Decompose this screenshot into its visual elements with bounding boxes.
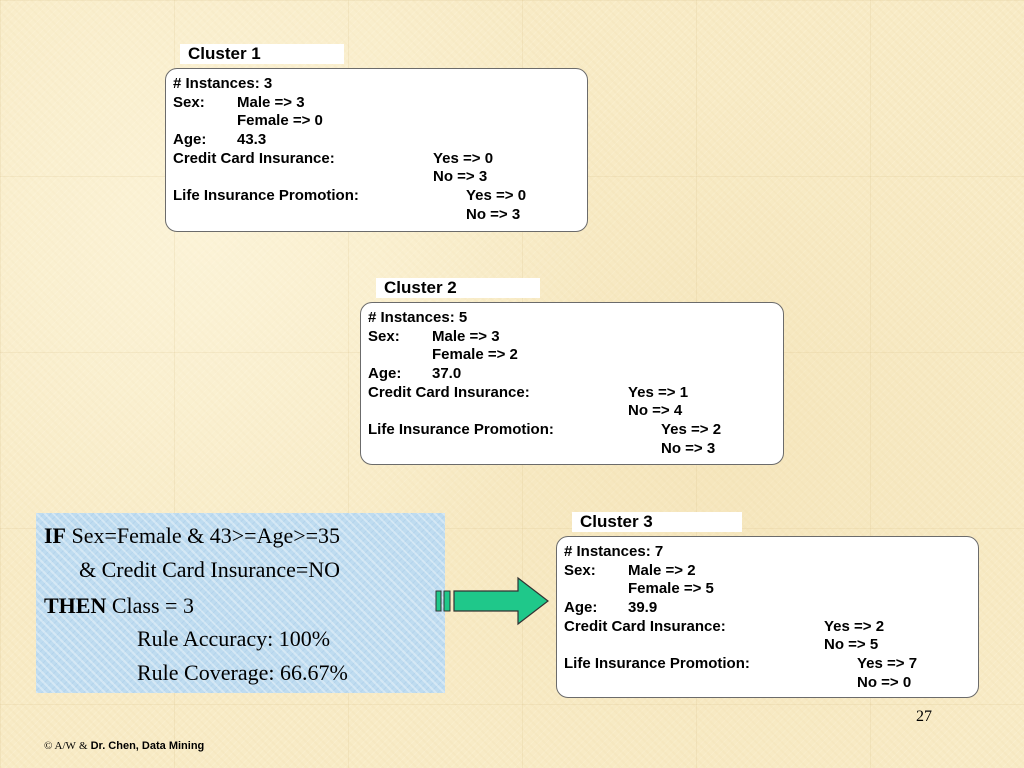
rule-box: IF Sex=Female & 43>=Age>=35 & Credit Car… (36, 513, 445, 693)
cluster-1-title: Cluster 1 (180, 44, 344, 64)
cluster-1-age-label: Age: (173, 131, 207, 148)
arrow-right-icon (435, 576, 549, 626)
cluster-3-sex-label: Sex: (564, 562, 596, 579)
cluster-2-title: Cluster 2 (376, 278, 540, 298)
rule-and-condition: & Credit Card Insurance=NO (79, 557, 341, 582)
rule-then-class: Class = 3 (111, 593, 194, 618)
cluster-1-cci-yes: Yes => 0 (433, 150, 494, 167)
cluster-1-sex-female: Female => 0 (237, 112, 323, 129)
cluster-1-lip-yes: Yes => 0 (466, 187, 527, 204)
cluster-3-cci-no: No => 5 (824, 636, 879, 653)
footer-ampersand: & (78, 740, 88, 752)
cluster-3-cci-label: Credit Card Insurance: (564, 618, 726, 635)
cluster-2-cci-yes: Yes => 1 (628, 384, 689, 401)
footer-author: Dr. Chen, Data Mining (90, 740, 205, 752)
page-number: 27 (916, 708, 932, 725)
rule-if-line: IF Sex=Female & 43>=Age>=35 (44, 523, 340, 549)
cluster-2-sex-male: Male => 3 (432, 328, 500, 345)
cluster-2-lip-yes: Yes => 2 (661, 421, 722, 438)
cluster-3-instances: # Instances: 7 (564, 543, 664, 560)
cluster-3-lip-yes: Yes => 7 (857, 655, 918, 672)
cluster-3-age-value: 39.9 (628, 599, 658, 616)
cluster-2-cci-label: Credit Card Insurance: (368, 384, 530, 401)
rule-if-keyword: IF (44, 523, 66, 548)
cluster-2-lip-no: No => 3 (661, 440, 716, 457)
cluster-3-sex-male: Male => 2 (628, 562, 696, 579)
cluster-3-lip-label: Life Insurance Promotion: (564, 655, 750, 672)
rule-if-condition: Sex=Female & 43>=Age>=35 (71, 523, 341, 548)
cluster-1-instances: # Instances: 3 (173, 75, 273, 92)
cluster-1-lip-label: Life Insurance Promotion: (173, 187, 359, 204)
cluster-1-cci-no: No => 3 (433, 168, 488, 185)
cluster-1-sex-male: Male => 3 (237, 94, 305, 111)
cluster-3-sex-female: Female => 5 (628, 580, 714, 597)
rule-accuracy: Rule Accuracy: 100% (137, 626, 331, 651)
cluster-2-age-label: Age: (368, 365, 402, 382)
cluster-1-lip-no: No => 3 (466, 206, 521, 223)
cluster-3-age-label: Age: (564, 599, 598, 616)
cluster-2-box: # Instances: 5 Sex: Male => 3 Female => … (360, 302, 784, 465)
cluster-3-cci-yes: Yes => 2 (824, 618, 885, 635)
cluster-1-age-value: 43.3 (237, 131, 267, 148)
rule-coverage: Rule Coverage: 66.67% (137, 660, 348, 685)
footer-copyright: © A/W (44, 740, 76, 752)
cluster-2-sex-female: Female => 2 (432, 346, 518, 363)
rule-then-keyword: THEN (44, 593, 107, 618)
cluster-1-cci-label: Credit Card Insurance: (173, 150, 335, 167)
cluster-2-instances: # Instances: 5 (368, 309, 468, 326)
cluster-2-cci-no: No => 4 (628, 402, 683, 419)
cluster-3-box: # Instances: 7 Sex: Male => 2 Female => … (556, 536, 979, 698)
cluster-3-title: Cluster 3 (572, 512, 742, 532)
rule-then-line: THEN Class = 3 (44, 593, 194, 619)
cluster-1-sex-label: Sex: (173, 94, 205, 111)
footer-credit: © A/W & Dr. Chen, Data Mining (44, 740, 204, 752)
cluster-1-box: # Instances: 3 Sex: Male => 3 Female => … (165, 68, 588, 232)
cluster-2-age-value: 37.0 (432, 365, 462, 382)
cluster-2-sex-label: Sex: (368, 328, 400, 345)
cluster-3-lip-no: No => 0 (857, 674, 912, 691)
cluster-2-lip-label: Life Insurance Promotion: (368, 421, 554, 438)
